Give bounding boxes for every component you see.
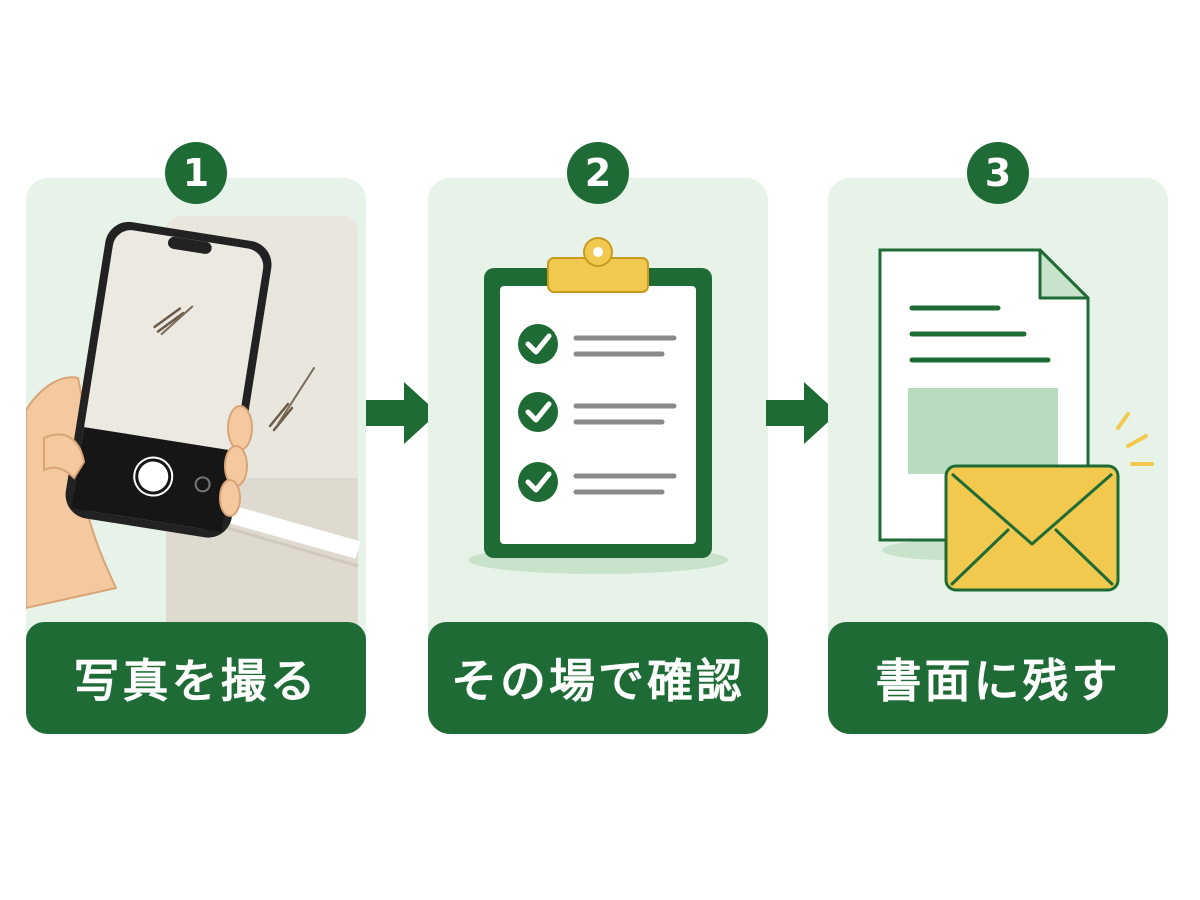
step-label-1: 写真を撮る [26,622,366,734]
step-number-1: 1 [165,142,227,204]
document-envelope-icon [878,248,1154,592]
step-number-2: 2 [567,142,629,204]
step-card-1: 写真を撮る [26,178,366,734]
step-card-2: その場で確認 [428,178,768,734]
clipboard-checklist-icon [468,237,728,574]
step-card-3: 書面に残す [828,178,1168,734]
smartphone-camera-icon [26,216,361,626]
arrow-right-icon [366,382,438,444]
step-label-3: 書面に残す [828,622,1168,734]
arrow-right-icon [766,382,838,444]
step-label-2: その場で確認 [428,622,768,734]
step-number-3: 3 [967,142,1029,204]
